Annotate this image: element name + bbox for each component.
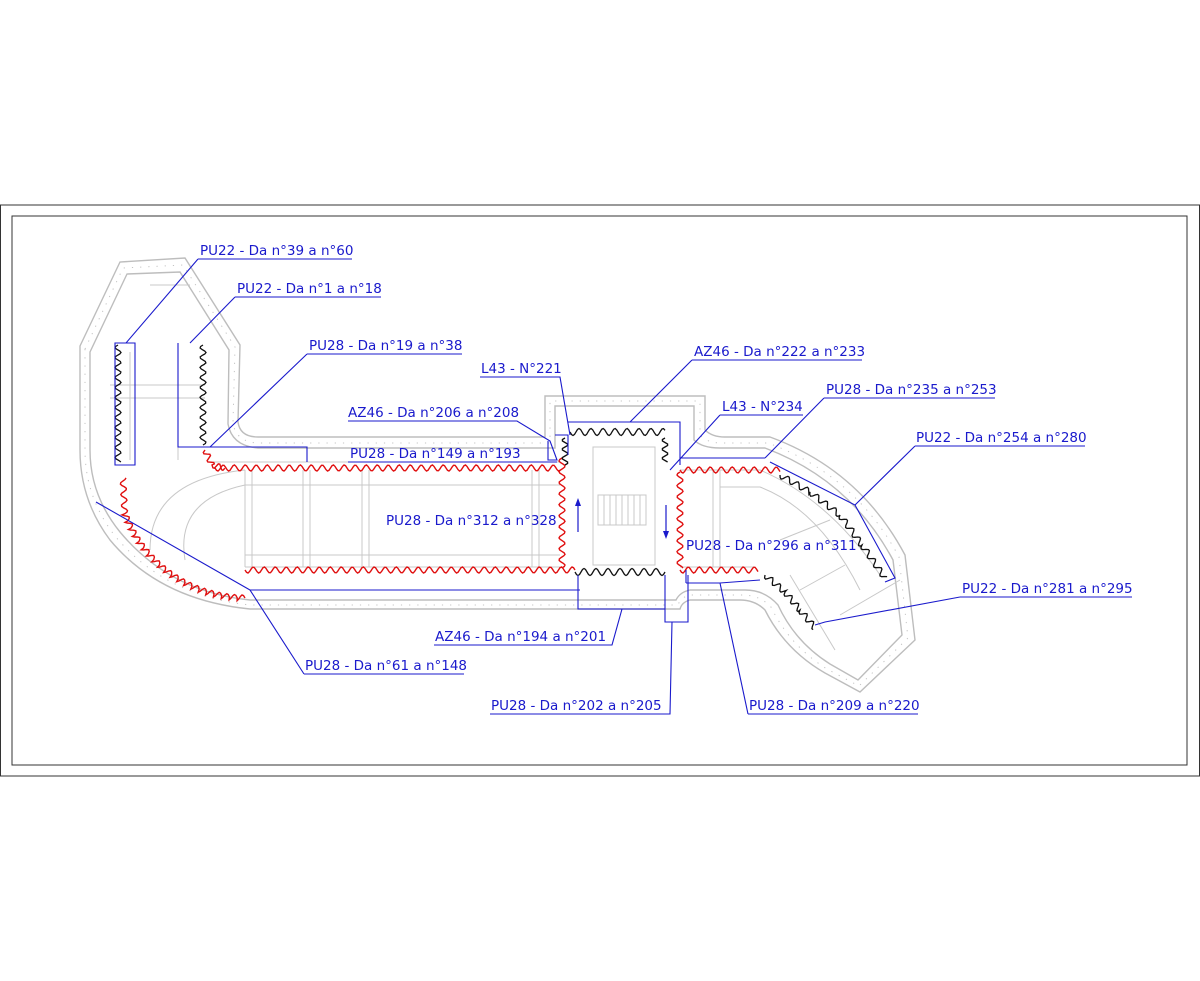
cross-wall-3 — [361, 470, 370, 567]
leader-pu28-202-205 — [490, 575, 689, 715]
pile-black-right-low — [763, 574, 815, 631]
leader-az46-206-208 — [348, 420, 558, 461]
curve-inner-left-2 — [149, 469, 246, 551]
leader-pu22-254-280 — [769, 445, 1085, 583]
label-az46-222-233: AZ46 - Da n°222 a n°233 — [694, 344, 865, 360]
leader-pu22-39-60 — [114, 258, 352, 466]
leader-pu28-296-311 — [685, 570, 761, 584]
central-block — [592, 446, 656, 566]
label-pu28-19-38: PU28 - Da n°19 a n°38 — [309, 338, 462, 354]
leader-pu22-1-18 — [177, 296, 381, 448]
channel-top-line-right — [680, 469, 881, 576]
pile-black-az-side-left — [561, 437, 569, 466]
leader-pu28-61-148 — [95, 501, 580, 675]
label-pu28-209-220: PU28 - Da n°209 a n°220 — [749, 698, 920, 714]
annotation-labels: PU22 - Da n°39 a n°60 PU22 - Da n°1 a n°… — [200, 243, 1133, 714]
curve-inner-left — [183, 484, 246, 561]
label-pu22-281-295: PU22 - Da n°281 a n°295 — [962, 581, 1133, 597]
leader-pu28-149-193 — [210, 446, 557, 463]
leader-az46-222-233 — [568, 359, 862, 465]
pile-black-az-side-right — [661, 437, 669, 463]
label-pu28-235-253: PU28 - Da n°235 a n°253 — [826, 382, 997, 398]
pile-red-top-right — [679, 466, 781, 474]
inner-frame — [11, 215, 1188, 766]
label-l43-234: L43 - N°234 — [722, 399, 803, 415]
right-chamber — [779, 519, 901, 651]
pile-red-top-left-curve — [202, 449, 226, 472]
pile-red-bottom — [244, 566, 576, 574]
cross-band — [245, 484, 560, 556]
label-l43-221: L43 - N°221 — [481, 361, 562, 377]
leader-l43-234 — [669, 414, 803, 471]
pile-red-bottom-right — [679, 566, 759, 574]
annotation-leaders — [95, 258, 1132, 715]
pile-black-left-1 — [114, 344, 122, 463]
leader-az46-194-201 — [434, 575, 665, 646]
arrow-up-icon — [575, 498, 581, 532]
leader-pu28-235-253 — [680, 397, 995, 459]
label-pu28-61-148: PU28 - Da n°61 a n°148 — [305, 658, 467, 674]
pile-red-mid-right — [676, 471, 684, 569]
cross-wall-4 — [531, 470, 540, 567]
label-pu22-254-280: PU22 - Da n°254 a n°280 — [916, 430, 1087, 446]
inner-perimeter — [89, 271, 903, 681]
label-pu28-149-193: PU28 - Da n°149 a n°193 — [350, 446, 521, 462]
left-room-lines — [110, 284, 205, 460]
perimeter-hatching — [84, 264, 909, 687]
leader-pu28-19-38 — [209, 353, 462, 448]
label-az46-206-208: AZ46 - Da n°206 a n°208 — [348, 405, 519, 421]
label-pu22-1-18: PU22 - Da n°1 a n°18 — [237, 281, 382, 297]
sheet-piles — [114, 344, 888, 631]
stair-treads — [603, 495, 641, 525]
pile-red-left-arc — [119, 477, 246, 603]
outer-perimeter — [79, 257, 916, 693]
pile-black-left-2 — [199, 344, 207, 446]
pile-black-az-bottom — [574, 567, 666, 577]
pile-black-right-arc — [779, 474, 888, 578]
cross-wall-1 — [244, 470, 253, 567]
cross-wall-5 — [712, 470, 721, 567]
pile-red-top — [214, 464, 561, 472]
pile-black-az-top — [569, 427, 666, 437]
label-pu22-39-60: PU22 - Da n°39 a n°60 — [200, 243, 353, 259]
leader-pu22-281-295 — [814, 596, 1132, 626]
curve-inner-right — [720, 486, 861, 591]
cross-wall-2 — [302, 470, 311, 567]
label-az46-194-201: AZ46 - Da n°194 a n°201 — [435, 629, 606, 645]
leader-l43-221 — [480, 376, 571, 455]
label-pu28-312-328: PU28 - Da n°312 a n°328 — [386, 513, 557, 529]
leader-pu28-209-220 — [719, 582, 918, 715]
label-pu28-296-311: PU28 - Da n°296 a n°311 — [686, 538, 857, 554]
arrow-down-icon — [663, 505, 669, 539]
pile-red-mid-left — [558, 457, 566, 569]
label-pu28-202-205: PU28 - Da n°202 a n°205 — [491, 698, 662, 714]
structure-plan — [79, 257, 916, 693]
